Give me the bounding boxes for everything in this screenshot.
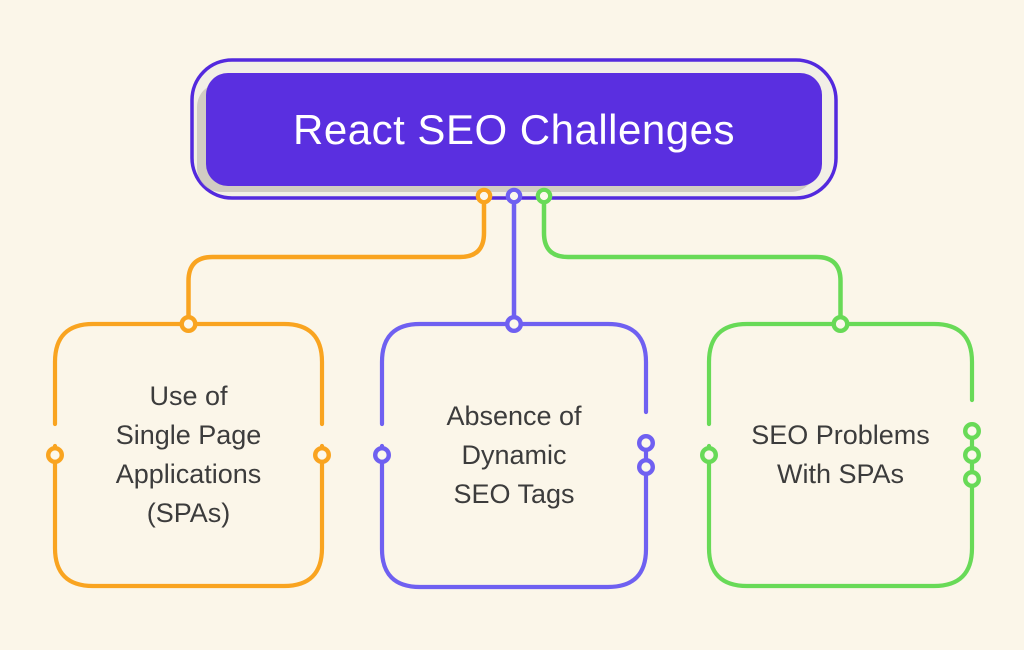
- challenge-box-spa-usage: Use of Single Page Applications (SPAs): [55, 324, 322, 586]
- box-label-line: Absence of: [446, 401, 582, 431]
- connector-green: [541, 193, 843, 327]
- box-label-line: With SPAs: [776, 459, 905, 489]
- challenge-box-dynamic-seo-tags: Absence of Dynamic SEO Tags: [382, 324, 646, 587]
- challenge-box-spa-seo-problems: SEO Problems With SPAs: [709, 324, 972, 586]
- node-ring-icon: [505, 187, 523, 205]
- box-label-line: Use of: [149, 381, 228, 411]
- box-label-line: SEO Problems: [751, 420, 930, 450]
- page-title: React SEO Challenges: [293, 105, 735, 153]
- box-label-line: Single Page: [115, 420, 262, 450]
- node-ring-icon: [535, 187, 553, 205]
- box-label-line: Dynamic: [461, 440, 567, 470]
- box-label-line: SEO Tags: [453, 479, 575, 509]
- node-ring-icon: [475, 187, 493, 205]
- connector-orange: [186, 193, 487, 327]
- box-label-line: Applications: [115, 459, 262, 489]
- box-label-line: (SPAs): [146, 498, 231, 528]
